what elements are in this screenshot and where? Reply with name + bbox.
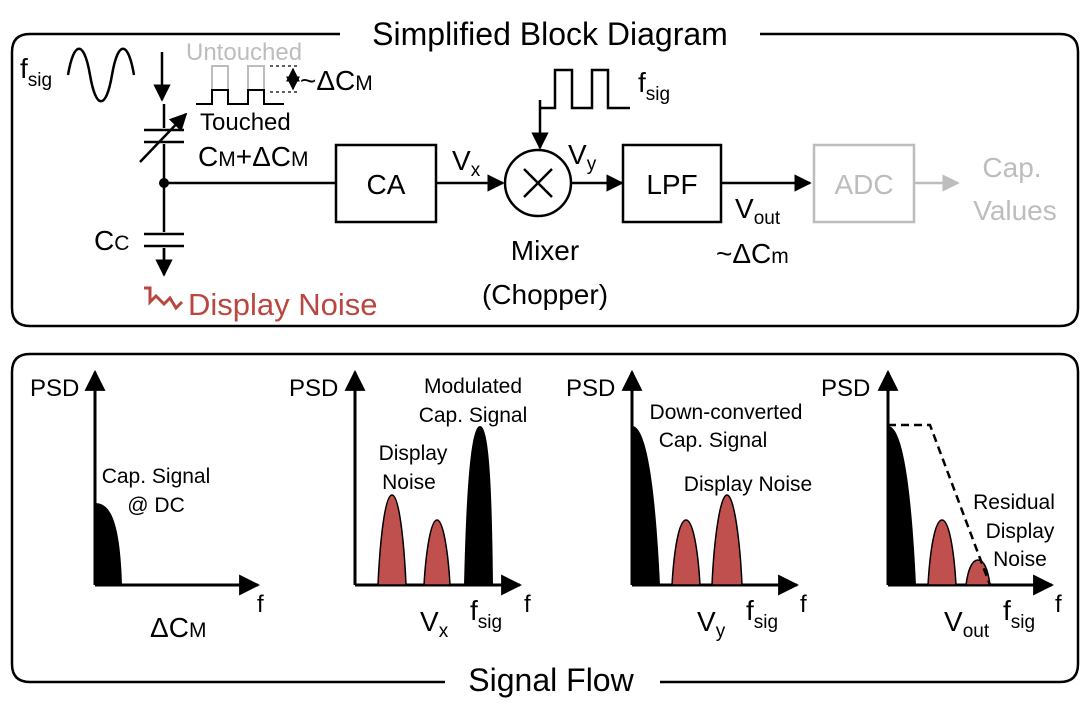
cap-values-line2: Values <box>973 195 1057 226</box>
p2-f-label: f <box>524 591 531 618</box>
block-diagram-panel: Simplified Block Diagram fsig Untouched … <box>10 16 1080 328</box>
cap-values-line1: Cap. <box>982 152 1041 183</box>
p2-noise-peak-2 <box>423 519 451 586</box>
psd-panel-1: PSD f Cap. Signal @ DC ΔCM <box>30 369 264 643</box>
psd-panel-4: PSD f Residual Display Noise Vout fsig <box>821 369 1062 642</box>
p4-psd-label: PSD <box>821 375 870 402</box>
p3-noise-peak-1 <box>671 519 701 586</box>
display-noise-label: Display Noise <box>188 287 378 322</box>
p3-annot-noise: Display Noise <box>684 473 812 496</box>
p4-lpf-response <box>888 423 992 586</box>
p3-f-label: f <box>800 591 807 618</box>
vx-label: Vx <box>452 145 481 181</box>
p1-annot-2: @ DC <box>127 494 184 517</box>
p4-annot-res-2: Display <box>986 520 1055 543</box>
p4-f-label: f <box>1055 591 1062 618</box>
psd-panel-3: PSD f Down-converted Cap. Signal Display… <box>566 369 812 642</box>
block-diagram-title: Simplified Block Diagram <box>372 16 728 52</box>
p2-annot-noise-1: Display <box>379 442 448 465</box>
cc-label: CC <box>94 225 129 256</box>
p3-noise-peak-2 <box>711 494 743 586</box>
p4-annot-res-1: Residual <box>973 491 1055 514</box>
fsig-source-label: fsig <box>20 53 52 91</box>
sine-wave-icon <box>66 47 136 103</box>
vout-label: Vout <box>735 193 781 229</box>
touched-label: Touched <box>200 109 291 136</box>
p2-modulated-signal <box>464 426 493 585</box>
lo-square-wave-icon <box>540 68 630 110</box>
lo-fsig-label: fsig <box>638 67 670 105</box>
lpf-block-label: LPF <box>646 169 697 200</box>
adc-block <box>812 143 916 224</box>
touched-waveform <box>196 89 284 105</box>
p2-annot-noise-2: Noise <box>382 471 436 494</box>
ca-block <box>334 143 438 224</box>
cap-value-label: CM+ΔCM <box>198 141 309 172</box>
adc-block-label: ADC <box>834 169 893 200</box>
signal-flow-title: Signal Flow <box>468 662 634 698</box>
mixer-cross-b <box>523 168 553 198</box>
p4-residual-noise-peak <box>965 559 991 586</box>
p2-fsig-label: fsig <box>470 595 502 633</box>
p2-noise-peak-1 <box>377 494 407 586</box>
p3-fsig-label: fsig <box>746 595 778 633</box>
p3-psd-label: PSD <box>566 375 615 402</box>
p2-vx-label: Vx <box>420 606 449 642</box>
p3-downconverted-signal <box>632 426 660 585</box>
delta-cm-label: ~ΔCM <box>300 65 373 96</box>
vout-dc-label: ~ΔCm <box>716 238 789 269</box>
p4-fsig-label: fsig <box>1003 595 1035 633</box>
vy-label: Vy <box>568 139 597 175</box>
lpf-block <box>621 143 723 224</box>
untouched-waveform <box>196 65 284 105</box>
p4-vout-label: Vout <box>944 606 990 642</box>
p4-annot-res-3: Noise <box>993 548 1047 571</box>
ca-block-label: CA <box>367 169 406 200</box>
p2-annot-mod-2: Cap. Signal <box>419 404 528 427</box>
chopper-label: (Chopper) <box>482 279 608 310</box>
variable-capacitor-icon <box>139 104 188 183</box>
p1-f-label: f <box>257 591 264 618</box>
p1-dc-signal <box>95 503 122 585</box>
p1-annot-1: Cap. Signal <box>102 465 211 488</box>
p1-xlabel: ΔCM <box>150 612 206 643</box>
p4-baseband-signal <box>888 426 916 585</box>
p2-annot-mod-1: Modulated <box>424 375 522 398</box>
psd-panel-2: PSD f Modulated Cap. Signal Display Nois… <box>289 369 531 642</box>
p4-noise-peak-1 <box>927 519 957 586</box>
p1-psd-label: PSD <box>30 375 79 402</box>
display-noise-icon <box>144 286 184 311</box>
p3-annot-down-1: Down-converted <box>650 401 803 424</box>
p3-vy-label: Vy <box>697 606 726 642</box>
p3-annot-down-2: Cap. Signal <box>659 429 768 452</box>
p2-psd-label: PSD <box>289 375 338 402</box>
signal-flow-panel: Signal Flow PSD f Cap. Signal @ DC ΔCM P… <box>10 352 1080 698</box>
untouched-label: Untouched <box>186 39 302 66</box>
mixer-label: Mixer <box>511 235 579 266</box>
